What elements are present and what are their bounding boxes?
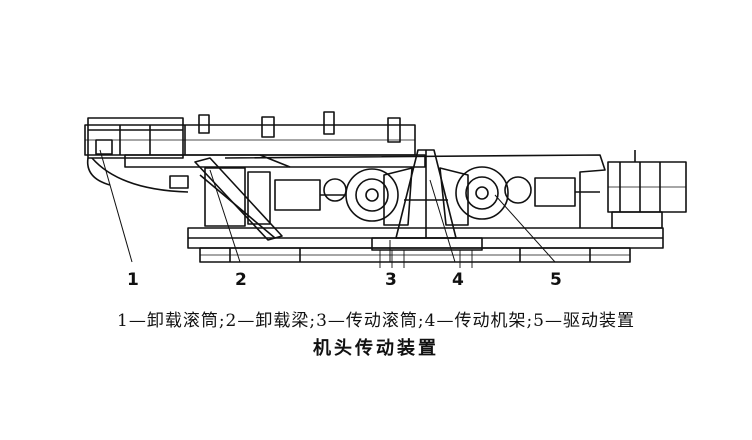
left-gearbox bbox=[274, 178, 347, 211]
legend-caption: 1—卸载滚筒;2—卸载梁;3—传动滚筒;4—传动机架;5—驱动装置 bbox=[117, 311, 635, 331]
discharge-beam bbox=[84, 124, 426, 168]
support-strut bbox=[194, 157, 283, 241]
leader-lines bbox=[99, 149, 556, 263]
drive-motor bbox=[607, 150, 687, 229]
top-posts bbox=[198, 111, 401, 143]
callout-3: 3 bbox=[385, 270, 397, 290]
drive-frame bbox=[371, 149, 483, 251]
drive-pulley-left bbox=[345, 168, 399, 222]
ground-hatching bbox=[379, 250, 473, 268]
discharge-pulley bbox=[86, 117, 189, 193]
figure-title: 机头传动装置 bbox=[313, 338, 439, 359]
right-coupling bbox=[504, 176, 600, 207]
callout-4: 4 bbox=[452, 270, 464, 290]
drive-pulley-right bbox=[455, 166, 509, 220]
callout-2: 2 bbox=[235, 270, 247, 290]
callout-1: 1 bbox=[127, 270, 139, 290]
callout-5: 5 bbox=[550, 270, 562, 290]
